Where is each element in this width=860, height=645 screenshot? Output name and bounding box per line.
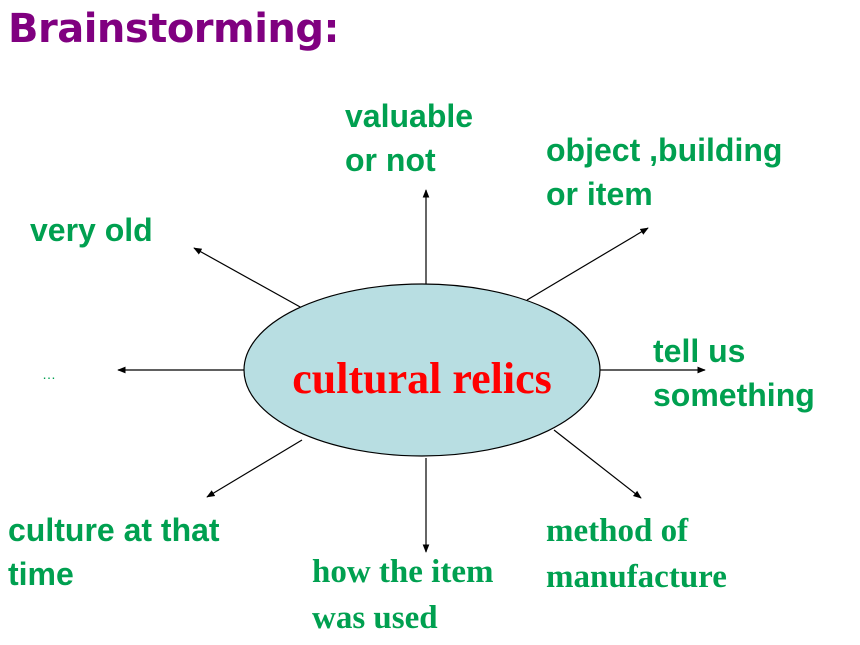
branch-tell-us: tell us something bbox=[653, 333, 815, 413]
branch-very-old: very old bbox=[30, 212, 153, 248]
arrow-down-left bbox=[206, 439, 303, 498]
arrow-up-left bbox=[193, 247, 303, 309]
branch-culture: culture at that time bbox=[8, 512, 220, 592]
arrow-up-right bbox=[526, 227, 649, 301]
center-label: cultural relics bbox=[292, 353, 552, 403]
branch-how-used: how the item was used bbox=[312, 554, 494, 636]
branch-valuable: valuable or not bbox=[345, 98, 474, 178]
center-ellipse bbox=[243, 283, 601, 457]
branch-method: method of manufacture bbox=[546, 513, 727, 595]
branch-object: object ,building or item bbox=[546, 132, 783, 212]
branch-ellipsis: … bbox=[42, 366, 56, 382]
arrow-down-right bbox=[553, 429, 642, 499]
slide-title: Brainstorming: bbox=[8, 6, 340, 52]
